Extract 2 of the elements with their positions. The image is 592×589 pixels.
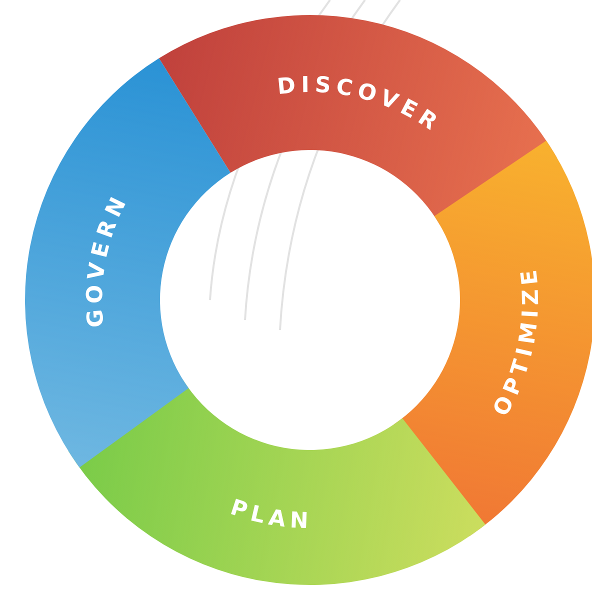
- ring-segment: [25, 58, 230, 468]
- segment-label: PLAN: [227, 495, 314, 534]
